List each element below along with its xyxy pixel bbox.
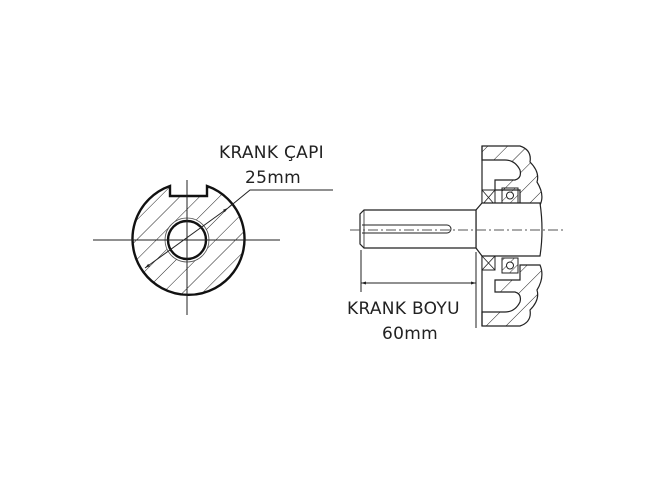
keyway: [362, 224, 452, 234]
shaft-cross-section: [93, 180, 333, 315]
shaft-side-view: [350, 145, 565, 328]
housing-top: [481, 145, 543, 206]
diameter-dimension-line: [144, 207, 229, 269]
shaft-large: [475, 202, 543, 257]
housing-bottom: [481, 264, 543, 327]
diameter-label: KRANK ÇAPI: [219, 143, 324, 163]
diameter-leader: [227, 189, 333, 209]
length-label: KRANK BOYU: [347, 299, 460, 319]
length-value: 60mm: [382, 324, 438, 344]
diameter-value: 25mm: [245, 168, 301, 188]
shaft-output: [359, 209, 477, 249]
